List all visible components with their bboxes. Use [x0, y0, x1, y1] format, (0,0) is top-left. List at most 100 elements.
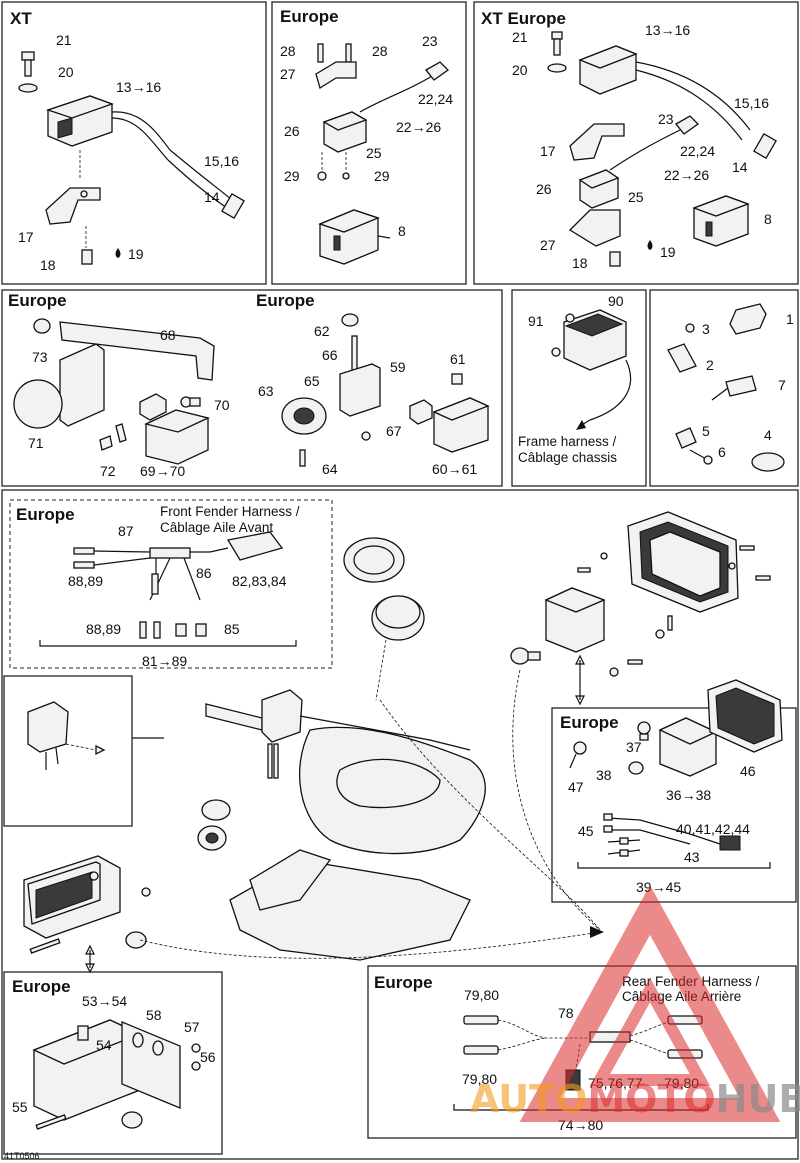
panel-europe-tail: Europe 53→54 58 57 54 56 55 [3, 971, 223, 1155]
flasher-8 [318, 209, 391, 265]
terminal [153, 621, 161, 639]
part-label-21: 21 [56, 32, 72, 48]
part-label-18: 18 [40, 257, 56, 273]
screw-64 [299, 449, 306, 467]
part-label-85: 85 [224, 621, 240, 637]
part-label-8: 8 [398, 223, 406, 239]
harness-86 [73, 531, 284, 601]
panel-title: Europe [374, 973, 433, 992]
plug-92 [201, 799, 231, 821]
part-label-13-16: 13→16 [116, 79, 161, 95]
grommet-73 [33, 318, 51, 334]
part-label-21: 21 [512, 29, 528, 45]
bracket-27 [568, 209, 621, 247]
screw-6 [703, 455, 713, 465]
harness-39-45 [603, 813, 741, 857]
part-label-53-54: 53→54 [82, 993, 127, 1009]
panel-title: Europe [280, 7, 339, 26]
part-label-86: 86 [196, 565, 212, 581]
part-label-26: 26 [536, 181, 552, 197]
part-label-25: 25 [628, 189, 644, 205]
part-label-15-16: 15,16 [204, 153, 239, 169]
bulb-70 [180, 396, 201, 408]
part-label-19: 19 [660, 244, 676, 260]
part-label-39-45: 39→45 [636, 879, 681, 895]
part-label-25: 25 [366, 145, 382, 161]
part-label-7: 7 [778, 377, 786, 393]
part-label-82-83-84: 82,83,84 [232, 573, 287, 589]
screws-49 [739, 545, 771, 581]
screw-21 [21, 51, 35, 77]
part-label-88-89: 88,89 [86, 621, 121, 637]
part-label-71: 71 [28, 435, 44, 451]
part-label-79-80: 79,80 [462, 1071, 497, 1087]
reflector-71 [13, 379, 63, 429]
part-label-29: 29 [284, 168, 300, 184]
bulbs-37 [637, 721, 651, 741]
part-label-63: 63 [258, 383, 274, 399]
panel-title: Europe [256, 291, 315, 310]
part-label-2: 2 [706, 357, 714, 373]
panel-europe-lamp: Europe 37 46 47 38 36→38 45 40, [551, 679, 797, 903]
part-label-59: 59 [390, 359, 406, 375]
loctite-drop-icon [647, 240, 653, 250]
part-label-Frame-harness-: Frame harness / [518, 434, 617, 449]
grommet-62 [341, 313, 359, 327]
part-label-65: 65 [304, 373, 320, 389]
lamp-36-38 [658, 717, 718, 777]
part-label-64: 64 [322, 461, 338, 477]
part-label-69-70: 69→70 [140, 463, 185, 479]
parts-52-48 [609, 615, 673, 677]
part-label-87: 87 [118, 523, 134, 539]
part-label-67: 67 [386, 423, 402, 439]
bracket-27 [315, 61, 357, 90]
washer-20 [547, 63, 567, 73]
switch-9 [27, 701, 69, 753]
part-label-17: 17 [540, 143, 556, 159]
part-label-4: 4 [764, 427, 772, 443]
panel-title: Europe [16, 505, 75, 524]
part-label-91: 91 [528, 313, 544, 329]
part-label--AUTOMOTOHUB-: AUTOMOTOHUB [470, 1077, 800, 1121]
part-label-79-80: 79,80 [464, 987, 499, 1003]
screw-18 [81, 249, 93, 265]
part-label-56: 56 [200, 1049, 216, 1065]
part-label-13-16: 13→16 [645, 22, 690, 38]
loctite-drop-icon [115, 248, 121, 258]
part-label-78: 78 [558, 1005, 574, 1021]
panel-europe-top: Europe 28 28 23 27 22,24 22→26 26 25 29 [271, 1, 467, 285]
part-label-1: 1 [786, 311, 794, 327]
clip-47 [569, 741, 587, 769]
part-label-61: 61 [450, 351, 466, 367]
part-label-46: 46 [740, 763, 756, 779]
part-label-C-blage-Aile-Avant: Câblage Aile Avant [160, 520, 273, 535]
socket-35 [510, 647, 541, 665]
connector-85 [175, 623, 187, 637]
part-label-54: 54 [96, 1037, 112, 1053]
nut-29b [342, 172, 350, 180]
part-label-27: 27 [540, 237, 556, 253]
plate-68 [59, 321, 215, 381]
part-label-22-26: 22→26 [396, 119, 441, 135]
nut-57 [191, 1043, 201, 1053]
part-label-22-24: 22,24 [680, 143, 715, 159]
part-label-55: 55 [12, 1099, 28, 1115]
panel-title: Europe [8, 291, 67, 310]
part-label-C-blage-chassis: Câblage chassis [518, 450, 617, 465]
part-label-26: 26 [284, 123, 300, 139]
bulb-38 [628, 761, 644, 775]
panel-title: XT Europe [481, 9, 566, 28]
part-label-68: 68 [160, 327, 176, 343]
panel-small-parts: 1 3 2 7 5 6 4 [649, 289, 799, 487]
panel-europe-mid-center: Europe 62 66 59 61 65 63 67 64 60→61 [256, 291, 490, 477]
diagram-code: 41T0506 [4, 1151, 40, 1161]
bulb-61 [451, 373, 463, 385]
part-label-23: 23 [658, 111, 674, 127]
screw-18 [609, 251, 621, 267]
washer-20 [18, 83, 38, 93]
part-label-20: 20 [58, 64, 74, 80]
part-label-14: 14 [732, 159, 748, 175]
part-label-73: 73 [32, 349, 48, 365]
watermark-part1: AUTO [470, 1077, 587, 1121]
